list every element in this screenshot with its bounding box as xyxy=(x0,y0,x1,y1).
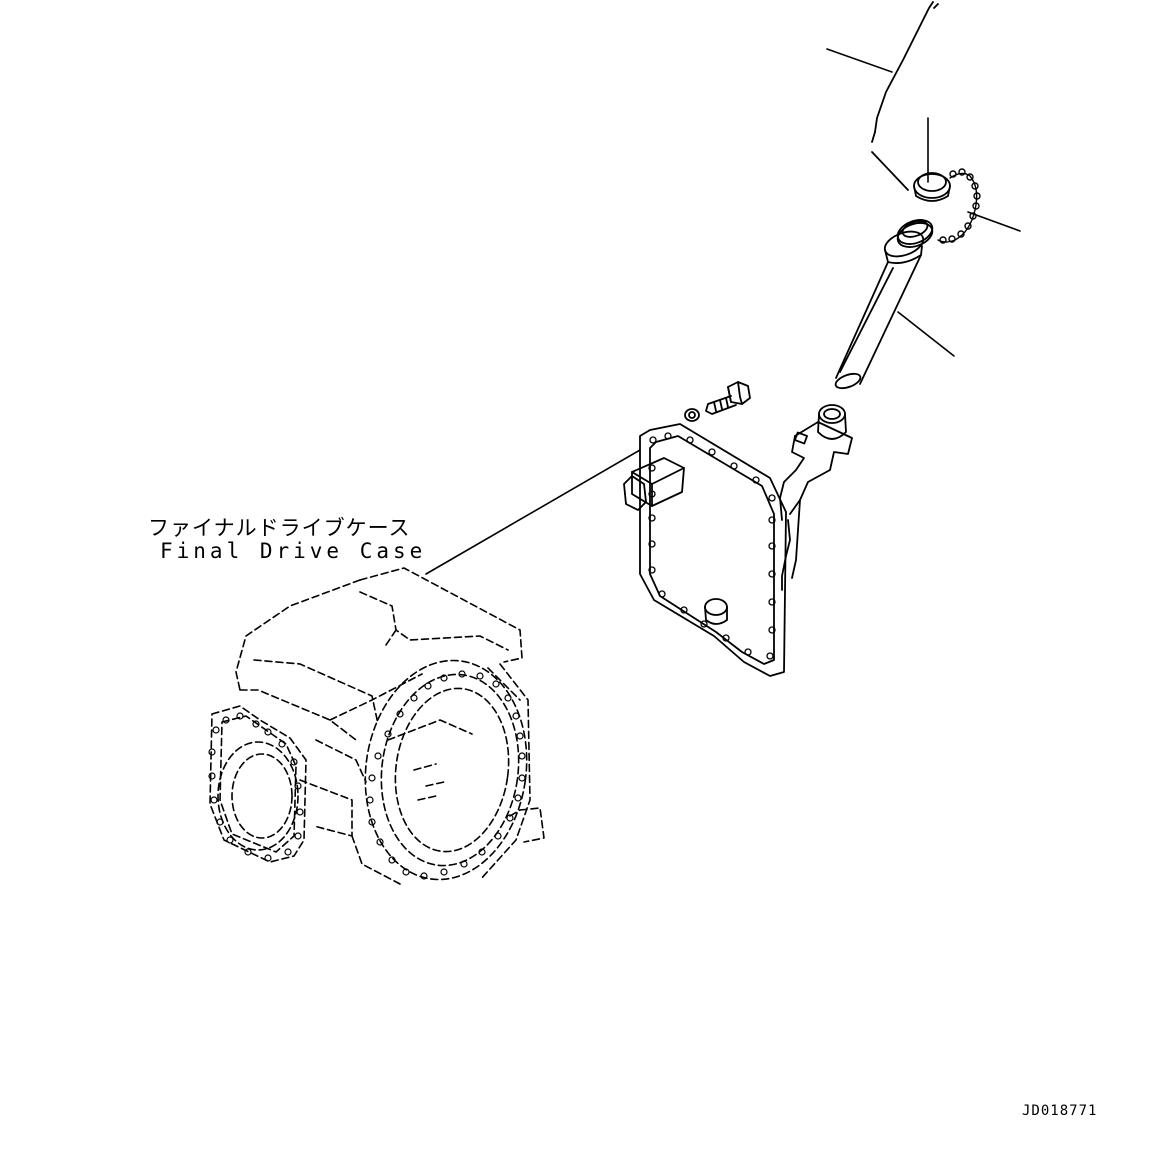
final-drive-case xyxy=(209,567,545,885)
leader-line-dipstick xyxy=(826,48,893,73)
final-drive-case-label-en: Final Drive Case xyxy=(160,539,427,563)
filler-tube xyxy=(834,230,925,390)
level-gauge-rod xyxy=(871,1,939,191)
figure-code: JD018771 xyxy=(1022,1103,1098,1119)
cover-bolt-holes xyxy=(648,432,776,660)
leader-line-final-drive-case xyxy=(425,449,641,575)
filler-elbow xyxy=(779,404,853,591)
cap-chain xyxy=(937,168,981,244)
filler-cap xyxy=(913,172,951,202)
washer xyxy=(684,408,700,422)
leader-line-tube xyxy=(897,311,955,357)
final-drive-case-label-jp: ファイナルドライブケース xyxy=(148,516,411,540)
cover-plate xyxy=(623,423,787,677)
leader-line-chain xyxy=(967,211,1021,232)
final-drive-case-bolt-holes xyxy=(208,670,526,880)
leader-lines xyxy=(425,48,1021,575)
mounting-bolt xyxy=(705,381,751,415)
